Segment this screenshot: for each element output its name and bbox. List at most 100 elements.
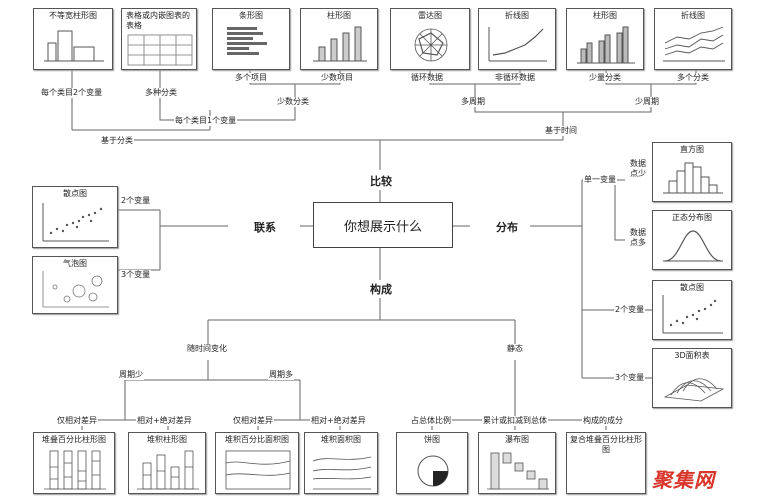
chart-card-bar: 条形图 xyxy=(212,8,290,70)
card-title: 堆积面积图 xyxy=(321,435,361,444)
card-title: 雷达图 xyxy=(418,11,442,20)
table-icon xyxy=(127,34,193,66)
multi-line-chart-icon xyxy=(663,26,725,62)
card-title: 散点图 xyxy=(680,283,704,292)
label-many-period: 多周期 xyxy=(460,97,486,107)
branch-relation: 联系 xyxy=(252,219,278,235)
chart-card-histogram: 直方图 xyxy=(652,142,732,202)
chart-card-scatter-right: 散点图 xyxy=(652,280,732,340)
label-many-items: 多个项目 xyxy=(234,73,268,83)
chart-card-bubble: 气泡图 xyxy=(32,256,118,314)
stacked-percent-area-icon xyxy=(225,450,291,490)
label-two-vars-per-cat: 每个类目2个变量 xyxy=(40,88,104,98)
card-title: 直方图 xyxy=(680,145,704,154)
label-components: 构成的成分 xyxy=(582,416,624,426)
scatter-icon xyxy=(662,295,723,334)
grouped-column-icon xyxy=(577,26,635,64)
label-by-cat: 基于分类 xyxy=(100,136,134,146)
chart-card-line: 折线图 xyxy=(478,8,556,70)
3d-area-icon xyxy=(663,378,725,402)
label-few-points: 数据点少 xyxy=(626,159,650,179)
label-static: 静态 xyxy=(506,344,524,354)
label-many-period-comp: 周期多 xyxy=(268,370,294,380)
chart-card-stacked-column: 堆积柱形图 xyxy=(128,432,206,494)
bar-chart-icon xyxy=(227,27,267,55)
label-over-time: 随时间变化 xyxy=(186,344,228,354)
label-rel-abs-2: 相对+绝对差异 xyxy=(310,416,367,426)
branch-composition: 构成 xyxy=(368,281,394,297)
card-title: 条形图 xyxy=(239,11,263,20)
chart-card-column-2: 柱形图 xyxy=(566,8,644,70)
branch-compare: 比较 xyxy=(368,173,394,189)
label-relative-only: 仅相对差异 xyxy=(56,416,98,426)
chart-card-radar: 雷达图 xyxy=(390,8,470,70)
card-title: 柱形图 xyxy=(327,11,351,20)
card-title: 气泡图 xyxy=(63,259,87,268)
label-non-cyclic: 非循环数据 xyxy=(494,73,536,83)
label-many-cats: 多个分类 xyxy=(676,73,710,83)
card-title: 正态分布图 xyxy=(672,213,712,222)
label-few-cats: 少量分类 xyxy=(588,73,622,83)
column-chart-icon xyxy=(313,26,367,62)
line-chart-icon xyxy=(488,27,547,62)
stacked-area-icon xyxy=(312,456,372,490)
card-title: 3D面积表 xyxy=(674,351,710,360)
card-title: 折线图 xyxy=(505,11,529,20)
chart-card-stacked-percent-area: 堆积百分比面积图 xyxy=(215,432,299,494)
variable-width-column-icon xyxy=(44,30,104,62)
chart-card-waterfall: 瀑布图 xyxy=(478,432,556,494)
waterfall-icon xyxy=(487,452,549,490)
chart-card-variable-width-column: 不等宽柱形图 xyxy=(33,8,113,70)
label-share-total: 占总体比例 xyxy=(410,416,452,426)
card-title: 不等宽柱形图 xyxy=(49,11,97,20)
card-title: 饼图 xyxy=(424,435,440,444)
watermark-logo: 聚集网 xyxy=(652,468,715,492)
bubble-icon xyxy=(42,271,109,308)
card-title: 柱形图 xyxy=(593,11,617,20)
label-distribution-two-var: 2个变量 xyxy=(614,305,646,315)
card-title: 瀑布图 xyxy=(505,435,529,444)
label-cyclic: 循环数据 xyxy=(410,73,444,83)
radar-chart-icon xyxy=(414,28,448,62)
label-few-period-comp: 周期少 xyxy=(118,370,144,380)
chart-card-column: 柱形图 xyxy=(300,8,378,70)
label-relation-two-var: 2个变量 xyxy=(120,196,152,206)
label-by-time: 基于时间 xyxy=(544,126,578,136)
scatter-icon xyxy=(42,203,109,242)
stacked-column-icon xyxy=(137,450,199,490)
label-many-points: 数据点多 xyxy=(626,228,650,248)
chart-card-table-embedded: 表格或内嵌图表的表格 xyxy=(121,8,197,70)
chart-card-normal-distribution: 正态分布图 xyxy=(652,210,732,270)
normal-curve-icon xyxy=(663,230,723,262)
label-many-cat: 多种分类 xyxy=(144,88,178,98)
chart-card-scatter-left: 散点图 xyxy=(32,186,118,248)
label-single-var: 单一变量 xyxy=(583,175,617,185)
center-question: 你想展示什么 xyxy=(313,202,453,248)
label-few-period: 少周期 xyxy=(634,97,660,107)
card-title: 表格或内嵌图表的表格 xyxy=(126,11,190,30)
branch-distribution: 分布 xyxy=(494,219,520,235)
chart-card-pie: 饼图 xyxy=(396,432,468,494)
label-distribution-three-var: 3个变量 xyxy=(614,373,646,383)
card-title: 堆积百分比面积图 xyxy=(225,435,289,444)
label-rel-abs: 相对+绝对差异 xyxy=(136,416,193,426)
pie-chart-icon xyxy=(417,455,449,487)
stacked-percent-column-icon xyxy=(44,450,106,490)
label-accum: 累计或扣减到总体 xyxy=(482,416,548,426)
chart-card-3d-area: 3D面积表 xyxy=(652,348,732,408)
label-one-var-per-cat: 每个类目1个变量 xyxy=(174,116,238,126)
card-title: 折线图 xyxy=(681,11,705,20)
card-title: 复合堆叠百分比柱形图 xyxy=(570,435,642,454)
chart-card-stacked-percent-column: 堆叠百分比柱形图 xyxy=(33,432,115,494)
label-few-cat: 少数分类 xyxy=(276,97,310,107)
label-relation-three-var: 3个变量 xyxy=(120,270,152,280)
card-title: 堆积柱形图 xyxy=(147,435,187,444)
chart-card-compound-stacked-percent-column: 复合堆叠百分比柱形图 xyxy=(566,432,646,494)
chart-card-stacked-area: 堆积面积图 xyxy=(304,432,378,494)
label-relative-only-2: 仅相对差异 xyxy=(232,416,274,426)
label-few-items: 少数项目 xyxy=(320,73,354,83)
histogram-icon xyxy=(663,162,723,194)
chart-card-line-2: 折线图 xyxy=(654,8,732,70)
card-title: 堆叠百分比柱形图 xyxy=(42,435,106,444)
